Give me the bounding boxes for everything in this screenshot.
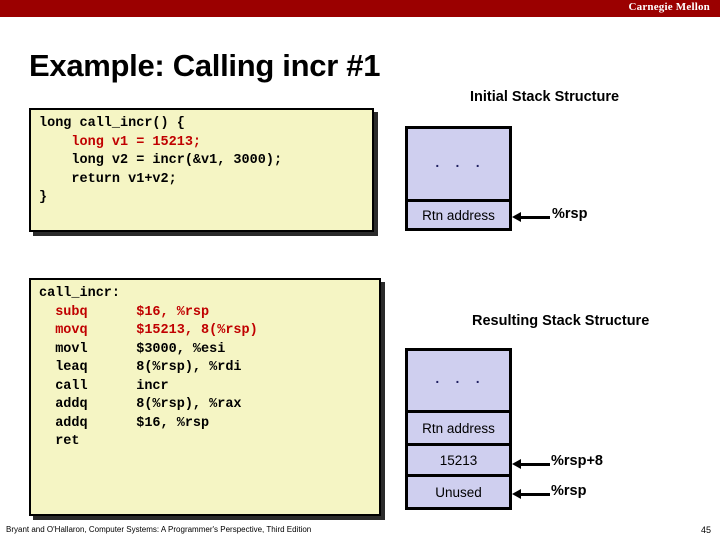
assembly-line: addq $16, %rsp <box>39 415 210 431</box>
assembly-line: leaq 8(%rsp), %rdi <box>39 360 242 375</box>
stack-cell-rtn-address: Rtn address <box>408 413 509 446</box>
brand-bar: Carnegie Mellon <box>0 0 720 17</box>
assembly-line: movl $3000, %esi <box>39 341 226 357</box>
code-line: } <box>39 190 48 205</box>
code-line: long v2 = incr(&v1, 3000); <box>39 153 283 168</box>
rsp-pointer-arrow-icon <box>512 489 550 500</box>
slide-page-number: 45 <box>700 525 711 535</box>
stack-cell-ellipsis: . . . <box>408 351 509 413</box>
assembly-line: ret <box>39 434 137 449</box>
stack-cell-rtn-address: Rtn address <box>408 202 509 228</box>
code-line-highlighted: long v1 = 15213; <box>39 134 202 150</box>
code-line: return v1+v2; <box>39 171 177 187</box>
brand-name: Carnegie Mellon <box>628 1 710 13</box>
assembly-line-highlighted: subq $16, %rsp <box>39 304 210 320</box>
rsp-pointer-arrow-icon <box>512 212 550 223</box>
c-source-code-block: long call_incr() { long v1 = 15213; long… <box>29 108 374 232</box>
initial-stack-diagram: . . . Rtn address <box>405 126 512 231</box>
page-title: Example: Calling incr #1 <box>29 48 381 83</box>
resulting-stack-diagram: . . . Rtn address 15213 Unused <box>405 348 512 510</box>
assembly-code-block: call_incr: subq $16, %rsp movq $15213, 8… <box>29 278 381 516</box>
code-line: long call_incr() { <box>39 116 185 131</box>
footer-citation: Bryant and O'Hallaron, Computer Systems:… <box>6 525 312 534</box>
rsp-plus-8-pointer-label: %rsp+8 <box>551 453 603 469</box>
assembly-rows: subq $16, %rsp movq $15213, 8(%rsp) movl… <box>39 304 371 452</box>
stack-cell-unused: Unused <box>408 477 509 507</box>
assembly-function-label: call_incr: <box>39 286 121 301</box>
rsp-plus-8-pointer-arrow-icon <box>512 459 550 470</box>
rsp-pointer-label: %rsp <box>552 206 588 222</box>
stack-cell-ellipsis: . . . <box>408 129 509 202</box>
resulting-stack-heading: Resulting Stack Structure <box>472 313 650 329</box>
assembly-line: addq 8(%rsp), %rax <box>39 397 242 412</box>
assembly-line-highlighted: movq $15213, 8(%rsp) <box>39 323 258 338</box>
stack-cell-value: 15213 <box>408 446 509 477</box>
assembly-line: call incr <box>39 378 169 394</box>
initial-stack-heading: Initial Stack Structure <box>470 89 620 105</box>
rsp-pointer-label: %rsp <box>551 483 587 499</box>
